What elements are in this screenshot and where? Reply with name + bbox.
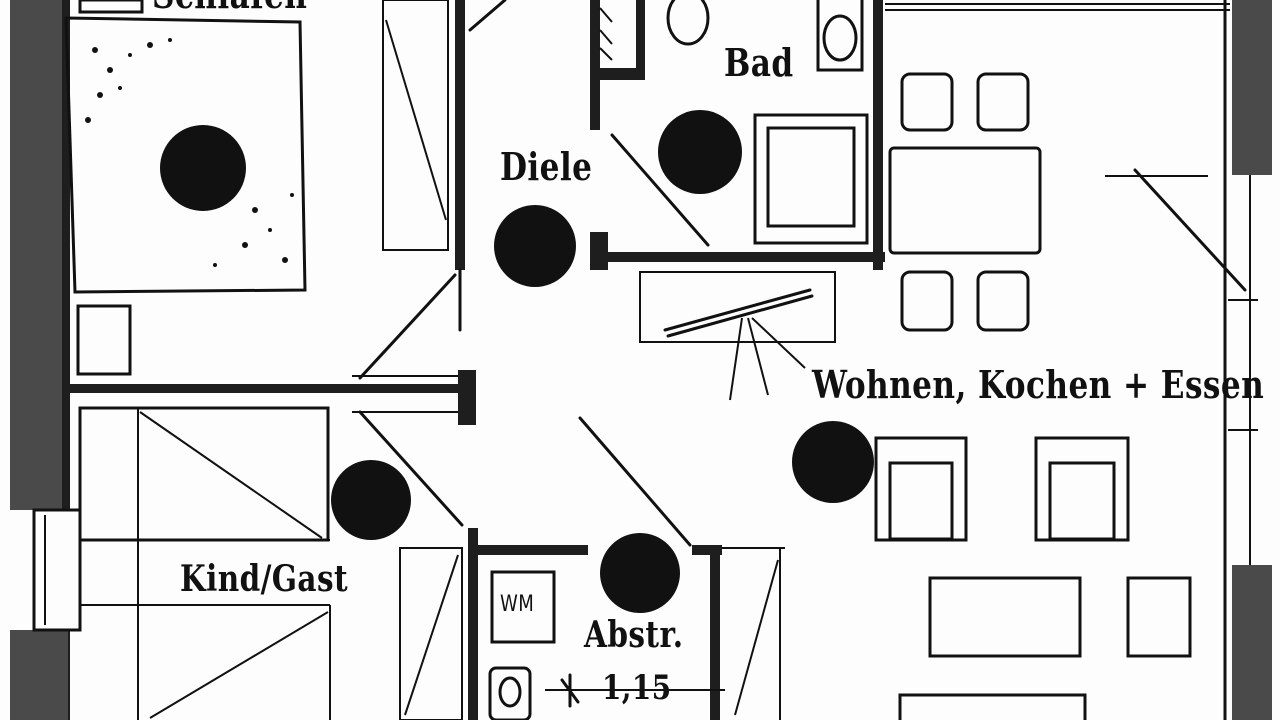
dimension-label: 1,15 xyxy=(602,668,672,708)
counter xyxy=(639,271,836,343)
room-label-hallway: Diele xyxy=(500,144,593,189)
room-label-bath: Bad xyxy=(724,40,794,85)
guest-bed xyxy=(78,406,330,542)
wardrobe-guest xyxy=(399,547,463,720)
sofa xyxy=(898,693,1087,720)
exterior-wall-right xyxy=(1223,0,1272,720)
nightstand xyxy=(76,304,132,376)
marker-hallway xyxy=(494,205,576,287)
chair xyxy=(900,270,954,332)
guest-room xyxy=(78,406,463,720)
marker-bedroom xyxy=(160,125,246,211)
chair xyxy=(976,270,1030,332)
room-label-guest: Kind/Gast xyxy=(180,558,349,600)
sink xyxy=(666,0,710,46)
boiler xyxy=(488,666,532,720)
coffee-table xyxy=(928,576,1082,658)
washing-machine xyxy=(490,570,556,644)
marker-living xyxy=(792,421,874,503)
side-table xyxy=(1126,576,1192,658)
living-furniture xyxy=(639,72,1192,720)
bathroom-fixtures xyxy=(599,0,869,245)
toilet xyxy=(816,0,864,72)
door-swings xyxy=(358,0,1247,547)
bed-outline xyxy=(64,16,307,294)
bedroom xyxy=(64,0,449,376)
chair xyxy=(900,72,954,132)
marker-guest xyxy=(331,460,411,540)
exterior-wall-left xyxy=(10,0,82,720)
room-label-living: Wohnen, Kochen + Essen xyxy=(812,362,1265,407)
interior-walls xyxy=(68,0,885,720)
room-markers xyxy=(160,110,874,613)
shower xyxy=(753,113,869,245)
dining-table xyxy=(888,146,1042,255)
wardrobe-bedroom xyxy=(382,0,449,251)
room-label-storage: Abstr. xyxy=(584,614,684,656)
fixture-label-wm: WM xyxy=(500,592,535,617)
chair xyxy=(976,72,1030,132)
storage-room xyxy=(488,547,785,720)
room-label-bedroom: Schlafen xyxy=(152,0,307,17)
marker-bath xyxy=(658,110,742,194)
marker-storage xyxy=(600,533,680,613)
